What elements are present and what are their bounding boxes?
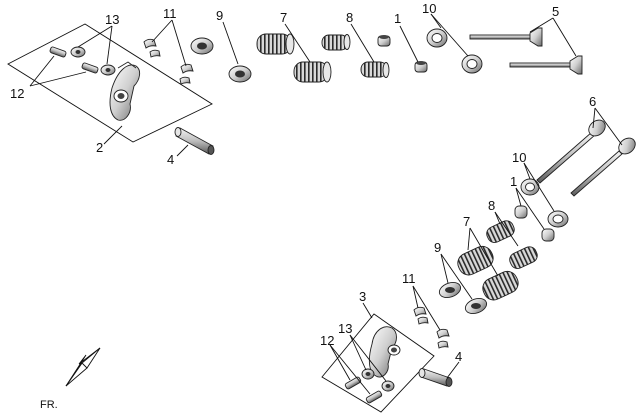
bot-stem-seal-1a (514, 205, 528, 219)
top-spring-seat-10a (426, 28, 448, 48)
front-label: FR. (40, 399, 58, 411)
bot-retainer-9b (464, 297, 488, 315)
bot-spring-seat-10b (547, 210, 569, 228)
top-retainer-9b (228, 65, 252, 83)
callout-top-2: 2 (96, 140, 103, 155)
bot-inner-spring-8b (509, 246, 538, 269)
callout-top-5: 5 (552, 4, 559, 19)
callout-numbers: 13 11 9 7 8 1 10 5 12 2 4 6 10 1 8 7 9 1… (10, 1, 596, 364)
bot-cotter-11b (436, 328, 450, 349)
top-valve-5a (469, 27, 543, 47)
callout-top-11: 11 (163, 6, 177, 21)
callout-bot-12: 12 (320, 333, 334, 348)
callout-bot-7: 7 (463, 214, 470, 229)
top-screw-12a (49, 46, 67, 58)
callout-bot-1: 1 (510, 174, 517, 189)
bot-rocker-arm (368, 326, 401, 378)
top-rocker-shaft (174, 127, 215, 155)
bot-valve-6b (570, 137, 636, 197)
callout-bot-6: 6 (589, 94, 596, 109)
callout-bot-9: 9 (434, 240, 441, 255)
top-cotter-11b (179, 63, 194, 85)
bot-valve-6a (536, 119, 606, 184)
callout-top-7: 7 (280, 10, 287, 25)
bot-screw-12b (365, 390, 383, 404)
top-stem-seal-1a (377, 35, 391, 47)
top-stem-seal-1b (414, 61, 428, 73)
callout-top-8: 8 (346, 10, 353, 25)
callout-top-10: 10 (422, 1, 436, 16)
bot-spring-seat-10a (520, 178, 540, 196)
callout-top-1: 1 (394, 11, 401, 26)
top-inner-spring-8a (321, 34, 351, 51)
callout-top-13: 13 (105, 12, 119, 27)
top-nut-13a (70, 46, 86, 58)
top-retainer-9a (190, 37, 214, 55)
bot-stem-seal-1b (541, 228, 555, 242)
callout-bot-11: 11 (402, 271, 416, 286)
bot-inner-spring-8a (486, 220, 515, 243)
top-rocker-plane (7, 23, 213, 143)
bot-cotter-11a (413, 306, 429, 325)
top-outer-spring-7b (293, 61, 332, 83)
bot-screw-12a (344, 376, 362, 390)
leader-lines (29, 13, 623, 395)
callout-bot-3: 3 (359, 289, 366, 304)
top-screw-12b (81, 62, 99, 74)
callout-bot-13: 13 (338, 321, 352, 336)
bot-nut-13a (361, 368, 375, 380)
callout-top-12: 12 (10, 86, 24, 101)
top-inner-spring-8b (360, 61, 390, 78)
bot-outer-spring-7a (457, 245, 494, 276)
callout-top-9: 9 (216, 8, 223, 23)
bot-retainer-9a (438, 281, 462, 299)
bot-outer-spring-7b (482, 270, 519, 301)
top-outer-spring-7a (256, 33, 295, 55)
front-direction-indicator: FR. (40, 347, 101, 411)
callout-bot-8: 8 (488, 198, 495, 213)
bot-nut-13b (381, 380, 395, 392)
callout-bot-4: 4 (455, 349, 462, 364)
bot-rocker-plane (321, 313, 435, 413)
top-valve-5b (509, 55, 583, 75)
callout-top-4: 4 (167, 152, 174, 167)
top-spring-seat-10b (461, 54, 483, 74)
top-rocker-arm (109, 61, 141, 121)
top-nut-13b (100, 64, 116, 76)
callout-bot-10: 10 (512, 150, 526, 165)
bot-rocker-shaft (418, 368, 453, 387)
